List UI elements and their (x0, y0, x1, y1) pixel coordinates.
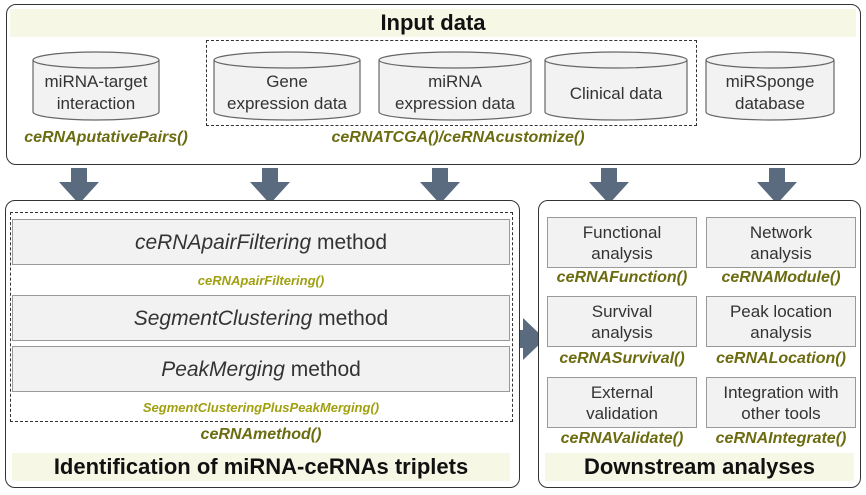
identification-title: Identification of miRNA-ceRNAs triplets (12, 453, 510, 481)
datasource-mirna-expression-cylinder: miRNA expression data (378, 51, 532, 121)
datasource-label: expression data (227, 94, 348, 113)
method-name: PeakMerging (161, 358, 285, 381)
analysis-label: analysis (591, 244, 653, 263)
analysis-network: Network analysis (706, 217, 856, 268)
method-suffix: method (311, 231, 388, 254)
analysis-label: validation (586, 404, 658, 423)
method-pair-filtering: ceRNApairFiltering method (12, 219, 510, 265)
datasource-label: Clinical data (570, 84, 663, 103)
func-cerna-function: ceRNAFunction() (556, 269, 688, 286)
analysis-label: Survival (591, 302, 653, 321)
datasource-label: miRNA-target (45, 72, 148, 91)
func-cerna-method: ceRNAmethod() (200, 426, 322, 443)
arrow-down-icon (250, 168, 290, 204)
datasource-clinical-cylinder: Clinical data (544, 51, 688, 121)
tcga-data-group (206, 40, 697, 126)
datasource-label: expression data (395, 94, 516, 113)
datasource-gene-expression-cylinder: Gene expression data (213, 51, 361, 121)
func-segment-peak: SegmentClusteringPlusPeakMerging() (142, 400, 380, 415)
analysis-survival: Survival analysis (547, 296, 697, 347)
func-cerna-location: ceRNALocation() (716, 350, 846, 367)
analysis-external-validation: External validation (547, 377, 697, 428)
analysis-label: Functional (582, 223, 662, 242)
method-name: ceRNApairFiltering (134, 231, 312, 254)
methods-group (10, 212, 513, 422)
datasource-mirna-target-cylinder: miRNA-target interaction (32, 51, 160, 121)
arrow-down-icon (757, 168, 797, 204)
datasource-label: miRSponge (726, 72, 815, 91)
analysis-label: analysis (750, 244, 812, 263)
analysis-functional: Functional analysis (547, 217, 697, 268)
analysis-peak-location: Peak location analysis (706, 296, 856, 347)
func-putative-pairs: ceRNAputativePairs() (24, 129, 188, 146)
func-cerna-survival: ceRNASurvival() (559, 350, 685, 367)
datasource-label: miRNA (428, 72, 482, 91)
analysis-label: Peak location (729, 302, 833, 321)
datasource-label: database (735, 94, 805, 113)
func-tcga-customize: ceRNATCGA()/ceRNAcustomize() (331, 129, 585, 146)
arrow-down-icon (589, 168, 629, 204)
datasource-label: interaction (57, 94, 135, 113)
data-sources: miRNA-target interaction Gene expression… (32, 51, 835, 121)
analysis-label: Integration with (723, 383, 839, 402)
func-cerna-integrate: ceRNAIntegrate() (715, 430, 847, 447)
analysis-label: Network (749, 223, 813, 242)
input-data-title: Input data (10, 9, 856, 37)
datasource-mirsponge-cylinder: miRSponge database (705, 51, 835, 121)
analysis-label: analysis (591, 323, 653, 342)
func-pair-filtering: ceRNApairFiltering() (197, 273, 325, 288)
analysis-label: analysis (750, 323, 812, 342)
arrow-down-icon (420, 168, 460, 204)
method-name: SegmentClustering (133, 307, 313, 330)
method-peak-merging: PeakMerging method (12, 346, 510, 392)
method-suffix: method (284, 358, 361, 381)
downstream-title: Downstream analyses (545, 453, 854, 481)
func-cerna-module: ceRNAModule() (721, 269, 841, 286)
arrow-down-icon (59, 168, 99, 204)
analysis-label: External (590, 383, 654, 402)
method-suffix: method (312, 307, 389, 330)
analysis-label: other tools (741, 404, 821, 423)
method-segment-clustering: SegmentClustering method (12, 295, 510, 341)
func-cerna-validate: ceRNAValidate() (560, 430, 684, 447)
analysis-integration: Integration with other tools (706, 377, 856, 428)
datasource-label: Gene (266, 72, 308, 91)
